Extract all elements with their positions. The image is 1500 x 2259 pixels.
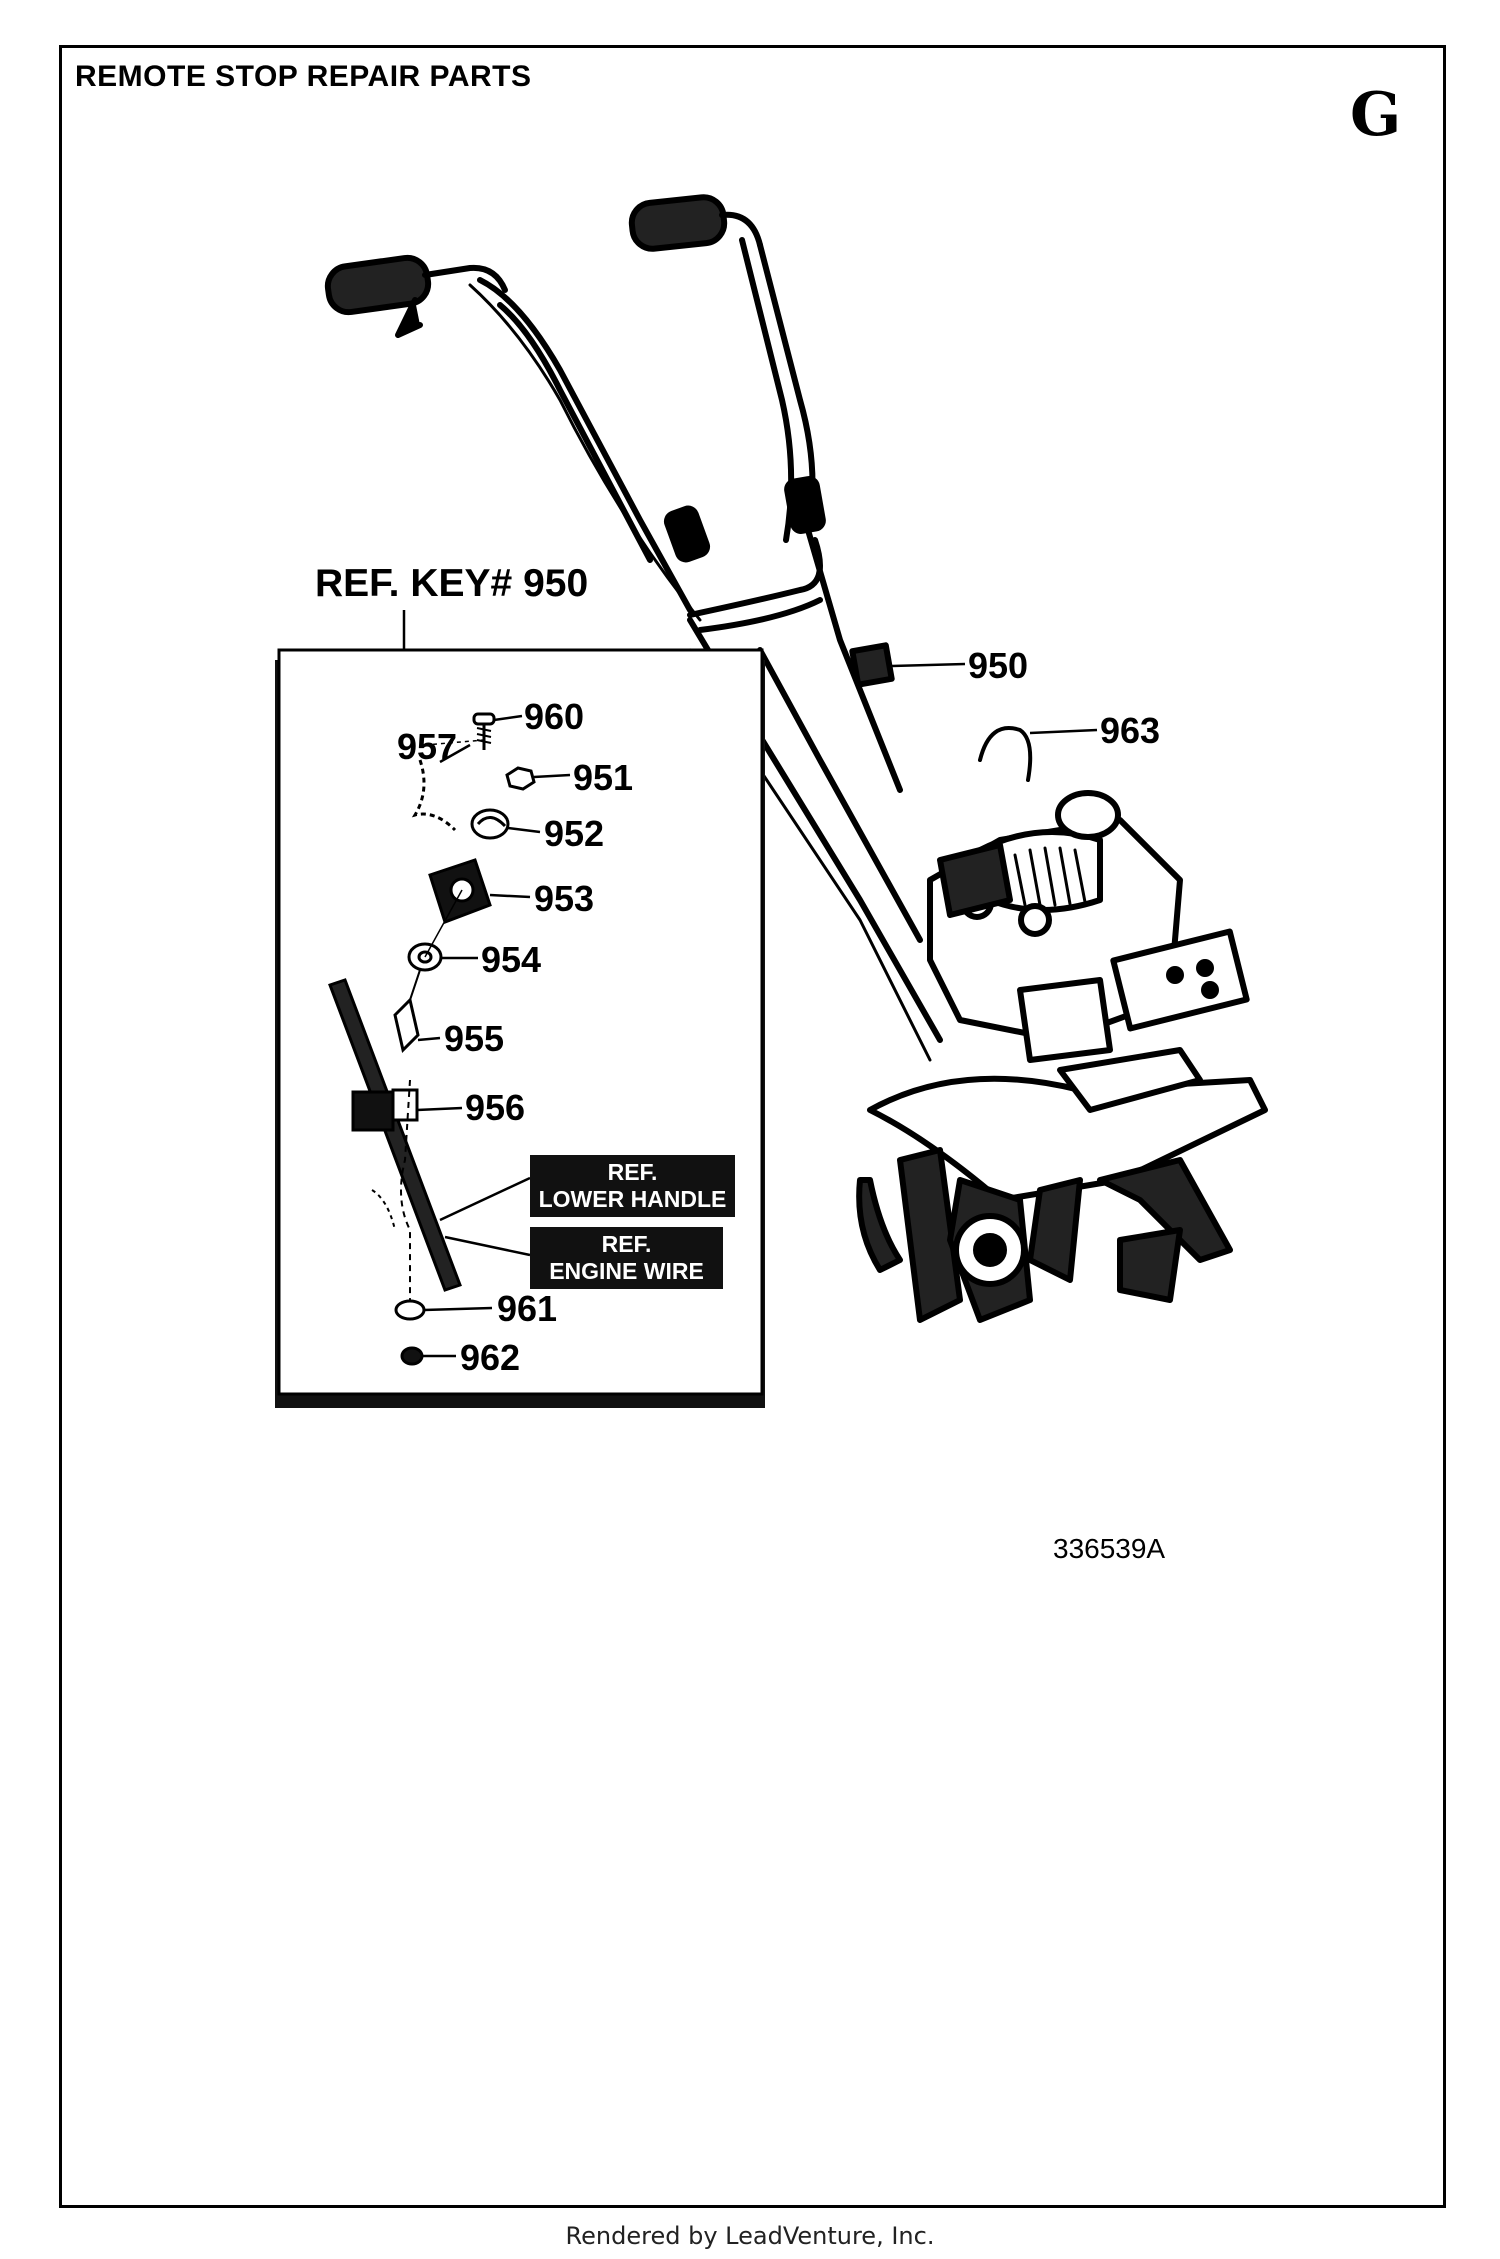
part-label-950: 950 [968, 645, 1029, 686]
footer-credit: Rendered by LeadVenture, Inc. [565, 2222, 935, 2250]
part-label-963: 963 [1100, 710, 1161, 751]
drawing-number: 336539A [1053, 1533, 1166, 1564]
callout-engine-wire-ref: REF. [601, 1231, 652, 1257]
part-label-953: 953 [534, 878, 595, 919]
part-label-955: 955 [444, 1018, 505, 1059]
callout-engine-wire-text: ENGINE WIRE [549, 1258, 704, 1284]
callout-lower-handle: REF. LOWER HANDLE [530, 1155, 735, 1217]
page-frame [59, 45, 1446, 2208]
tiller-illustration [324, 194, 1268, 1323]
part-957-wire [411, 759, 457, 832]
engine [927, 790, 1250, 1063]
tines [856, 1147, 1233, 1323]
part-961-washer [394, 1299, 426, 1321]
part-label-962: 962 [460, 1337, 521, 1378]
part-label-960: 960 [524, 696, 585, 737]
part-label-952: 952 [544, 813, 605, 854]
part-label-957: 957 [397, 726, 458, 767]
part-label-954: 954 [481, 939, 542, 980]
lower-handle-tube [328, 978, 462, 1292]
part-label-961: 961 [497, 1288, 558, 1329]
leader-lines-main [891, 662, 1098, 735]
part-label-951: 951 [573, 757, 634, 798]
left-grip [324, 254, 508, 338]
part-955 [393, 997, 420, 1053]
page-title: REMOTE STOP REPAIR PARTS [75, 60, 532, 93]
part-956-clamp [351, 1090, 395, 1132]
section-letter: G [1350, 80, 1402, 150]
part-962-nut [400, 1346, 424, 1366]
leader-lines-detail [416, 714, 571, 1358]
detail-parts [328, 712, 536, 1366]
callout-lower-handle-ref: REF. [607, 1159, 658, 1185]
ref-key-label: REF. KEY# 950 [315, 562, 589, 605]
callout-engine-wire: REF. ENGINE WIRE [530, 1227, 723, 1289]
right-grip [628, 194, 763, 252]
part-952 [470, 808, 510, 840]
part-label-956: 956 [465, 1087, 526, 1128]
part-951-nut [505, 766, 536, 791]
callout-lower-handle-text: LOWER HANDLE [538, 1186, 727, 1212]
tine-shield [867, 1047, 1268, 1203]
